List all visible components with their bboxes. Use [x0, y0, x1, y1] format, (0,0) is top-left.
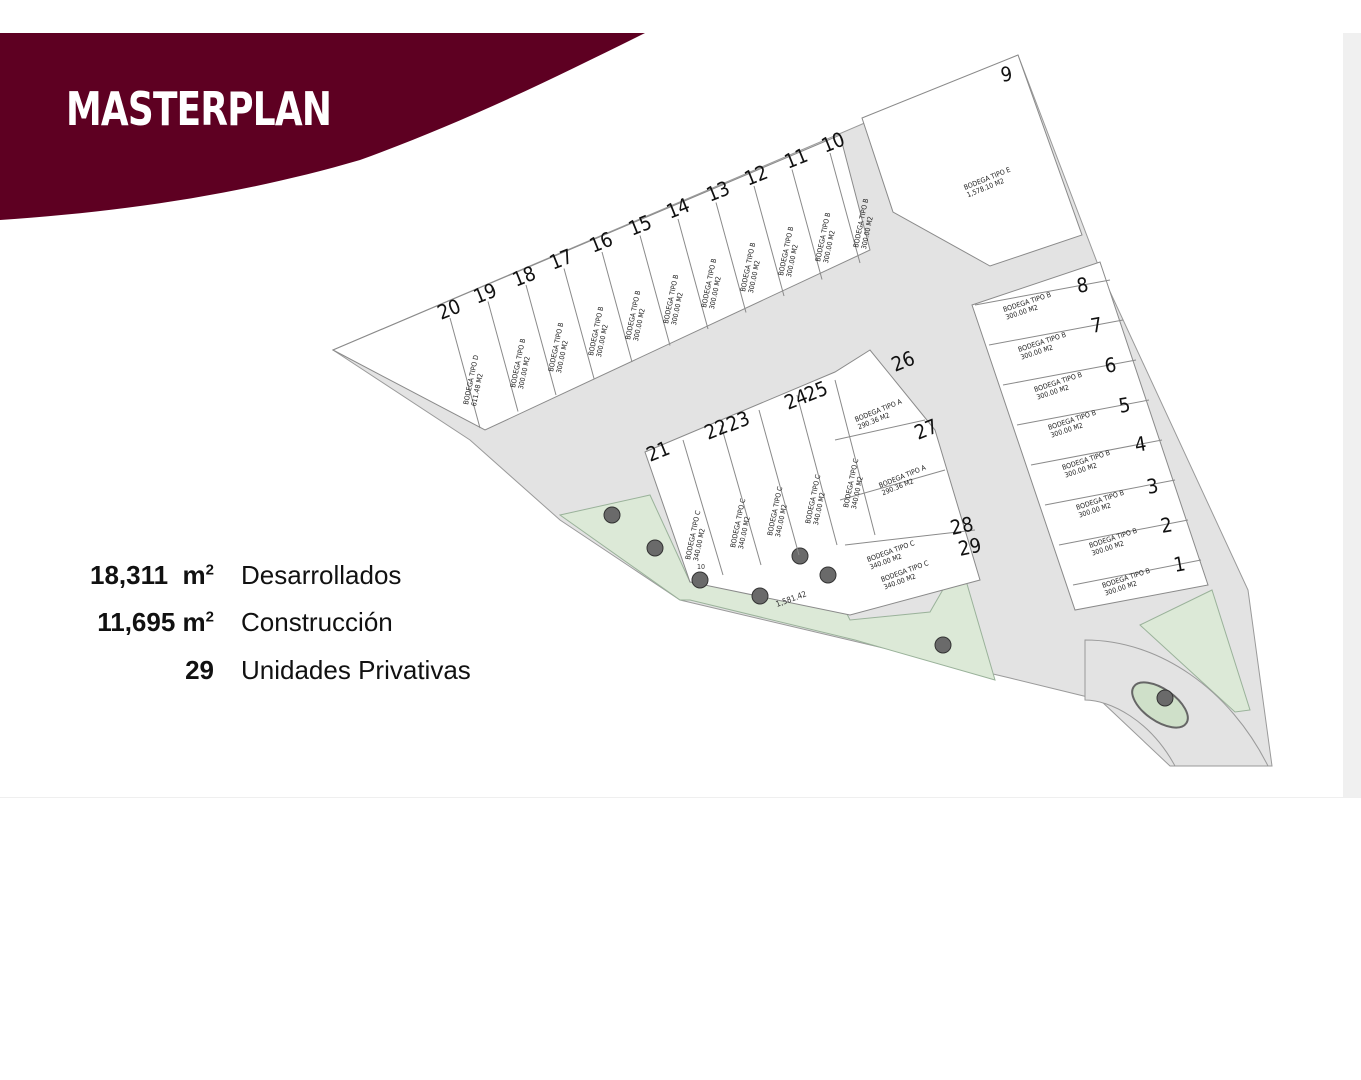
lot-divider-line	[796, 394, 838, 546]
lot-divider-line	[758, 409, 800, 556]
lot-divider-line	[715, 202, 747, 313]
lot-divider-line	[834, 379, 876, 536]
tree-icon	[646, 539, 664, 557]
lot-divider-line	[1030, 439, 1163, 466]
lot-divider-line	[563, 268, 595, 379]
tree-icon	[1156, 689, 1174, 707]
scale-label: 10	[697, 563, 705, 571]
stat-construction-label: Construcción	[241, 607, 393, 637]
lot-divider-line	[974, 279, 1111, 306]
lot-number: 9	[999, 61, 1014, 87]
lot-number: 29	[956, 533, 983, 561]
lot-row-north	[331, 134, 871, 431]
lot-divider-line	[839, 469, 946, 501]
stat-units: 29 Unidades Privativas	[0, 655, 520, 695]
lot-divider-line	[829, 152, 861, 264]
lot-number: 5	[1117, 392, 1132, 418]
lot-divider-line	[844, 529, 976, 546]
green-area-east	[1139, 589, 1251, 713]
title-banner	[0, 33, 645, 220]
lot-divider-line	[682, 439, 724, 576]
lot-divider-line	[639, 235, 671, 346]
lot-number: 2	[1159, 512, 1174, 538]
tree-icon	[819, 566, 837, 584]
tree-icon	[751, 587, 769, 605]
stat-units-value: 29	[185, 655, 214, 685]
lot-divider-line	[1058, 519, 1189, 546]
lot-divider-line	[601, 251, 633, 363]
stat-construction-value: 11,695 m2	[97, 607, 214, 637]
right-edge-strip	[1343, 33, 1361, 798]
lot-number: 28	[948, 512, 975, 540]
lot-dividers	[449, 152, 1202, 586]
lot-divider-line	[525, 284, 557, 396]
lot-divider-line	[834, 419, 926, 441]
lot-divider-line	[487, 301, 519, 412]
lot-divider-line	[988, 319, 1124, 346]
page-title: MASTERPLAN	[66, 82, 332, 136]
stat-developed-label: Desarrollados	[241, 560, 402, 590]
tree-group	[603, 506, 1174, 707]
central-block	[644, 349, 981, 616]
lot-divider-line	[677, 218, 709, 330]
lot-number: 7	[1089, 312, 1104, 338]
tree-icon	[791, 547, 809, 565]
lot-divider-line	[1044, 479, 1176, 506]
lot-divider-line	[753, 185, 785, 297]
lot-divider-line	[1072, 559, 1202, 586]
lot-divider-line	[1016, 399, 1150, 426]
lot-number: 1	[1172, 551, 1187, 577]
stat-developed: 18,311 m2 Desarrollados	[0, 560, 520, 600]
stat-construction: 11,695 m2 Construcción	[0, 607, 520, 647]
lot-divider-line	[1002, 359, 1137, 386]
lot-divider-line	[720, 424, 762, 566]
tree-icon	[934, 636, 952, 654]
lot-9-block	[861, 54, 1083, 267]
stat-developed-value: 18,311 m2	[89, 560, 214, 590]
lot-number: 8	[1075, 272, 1090, 298]
lot-number: 3	[1145, 473, 1160, 499]
tree-icon	[691, 571, 709, 589]
lot-number: 6	[1103, 352, 1118, 378]
stat-units-label: Unidades Privativas	[241, 655, 471, 685]
tree-icon	[603, 506, 621, 524]
lot-number: 4	[1133, 431, 1148, 457]
divider-line	[0, 797, 1361, 798]
lot-divider-line	[791, 169, 823, 280]
lot-divider-line	[449, 317, 481, 429]
lot-row-east	[971, 261, 1209, 611]
